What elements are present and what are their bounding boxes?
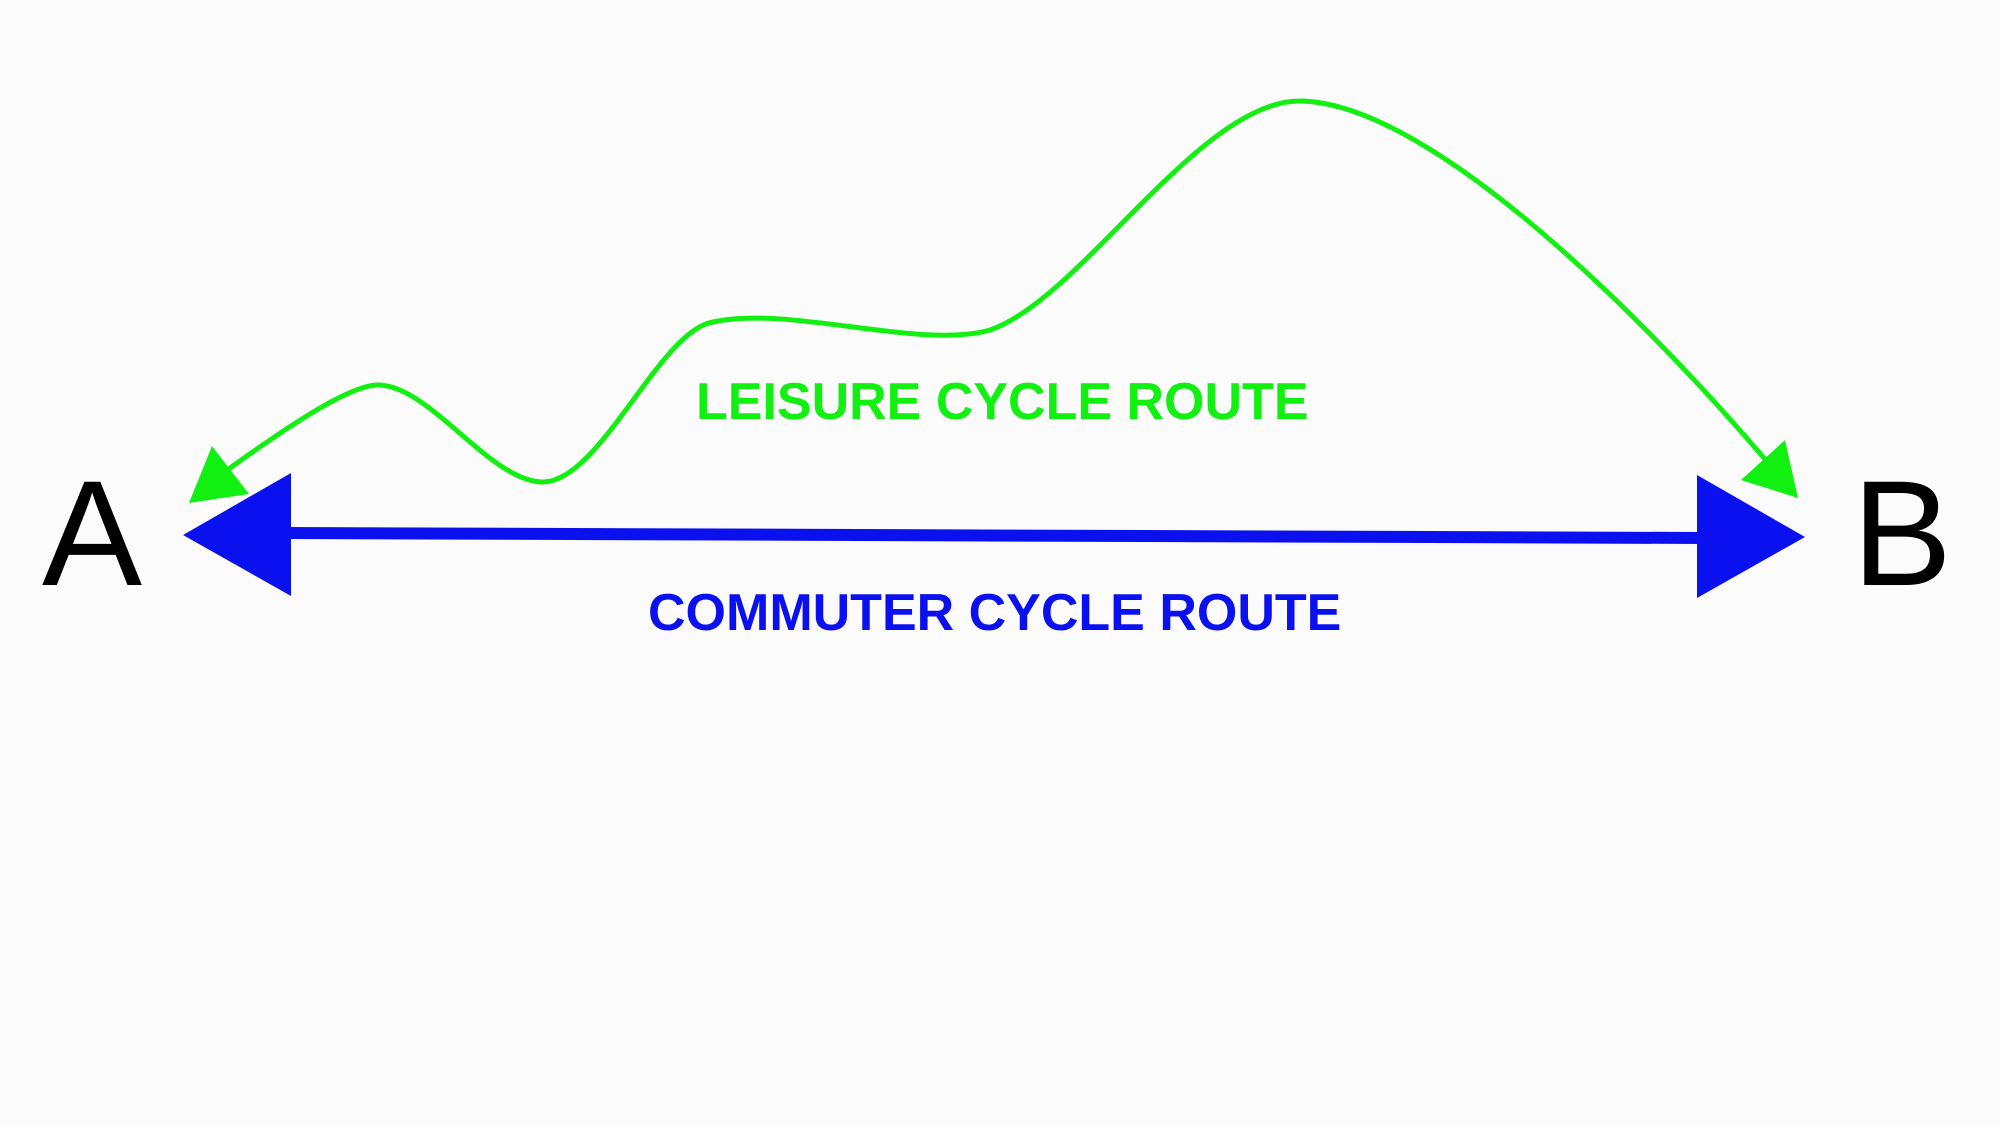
point-a-label: A	[42, 449, 143, 617]
commuter-route-line	[284, 527, 1706, 544]
commuter-route-label: COMMUTER CYCLE ROUTE	[648, 584, 1342, 642]
commuter-arrowhead-b	[1697, 475, 1805, 598]
leisure-route-label: LEISURE CYCLE ROUTE	[696, 373, 1309, 431]
leisure-route-line	[227, 98, 1767, 485]
point-b-label: B	[1852, 449, 1953, 617]
leisure-arrowhead-a	[189, 446, 249, 503]
leisure-arrowhead-b	[1741, 440, 1798, 498]
commuter-arrowhead-a	[183, 473, 291, 596]
